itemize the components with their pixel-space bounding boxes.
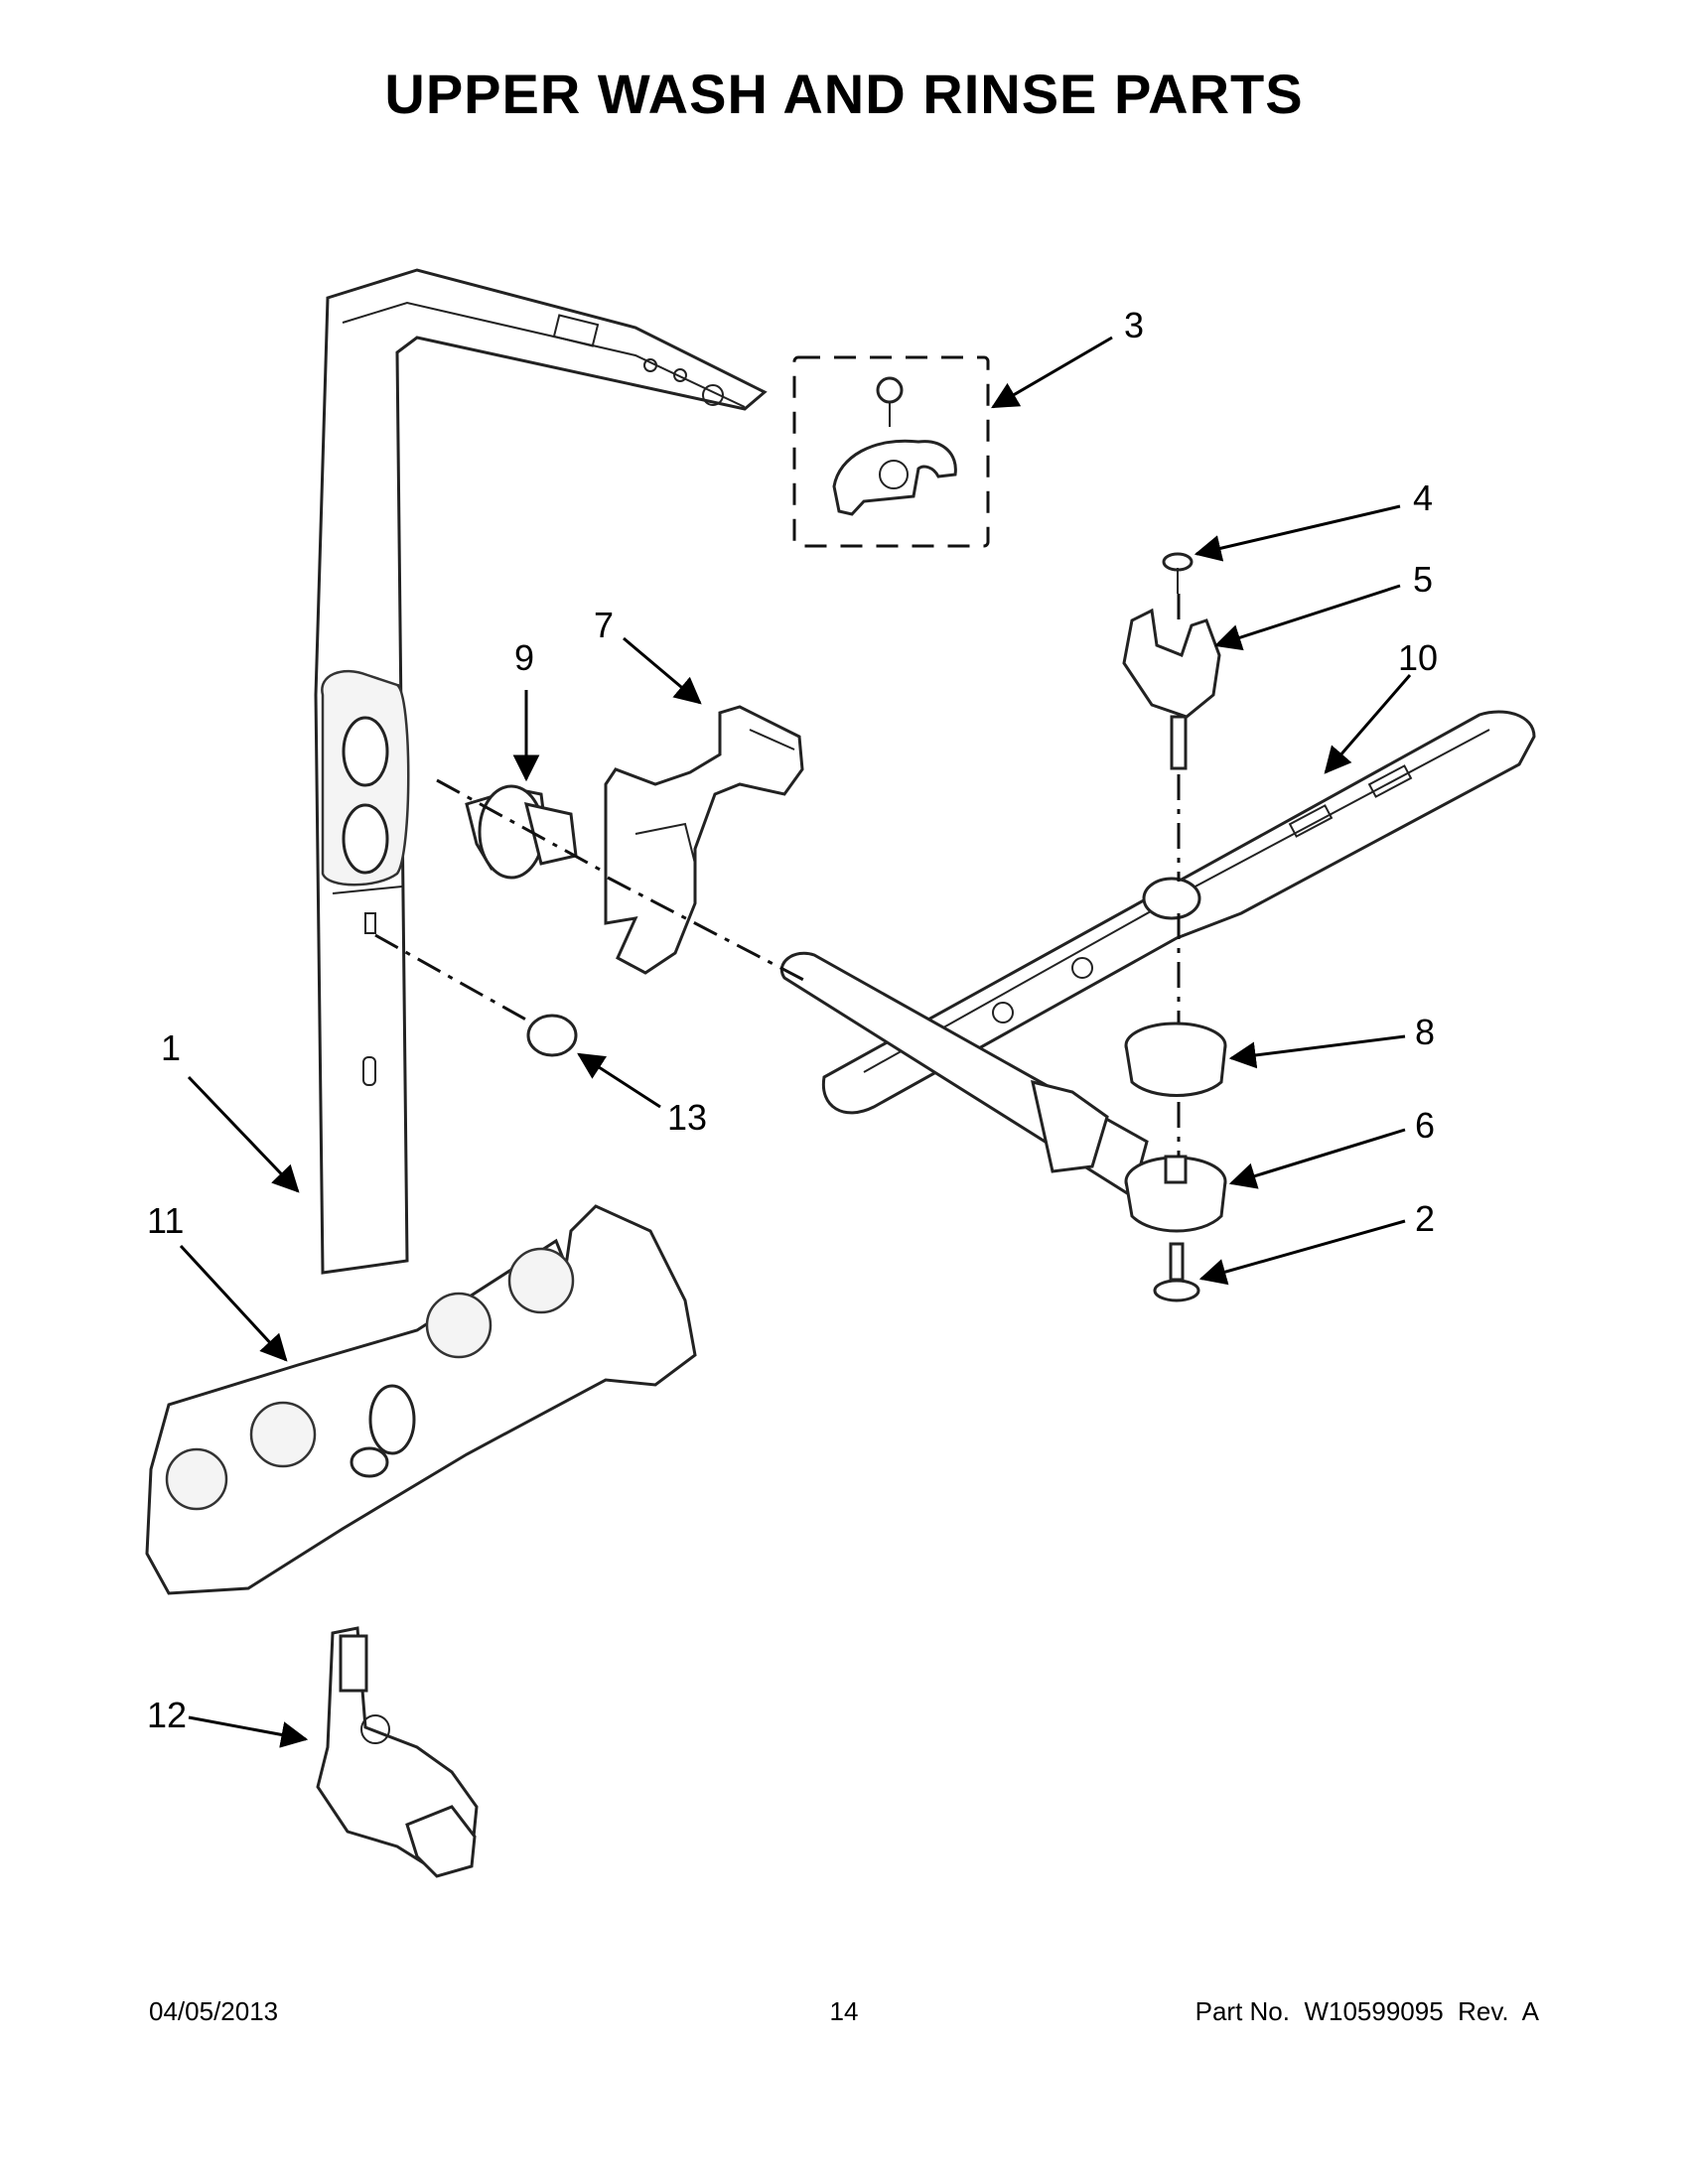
callout-6: 6: [1415, 1105, 1435, 1146]
page-title: UPPER WASH AND RINSE PARTS: [384, 63, 1304, 125]
leader-10: [1324, 674, 1412, 774]
part-6-hub: [1124, 1155, 1227, 1233]
leader-13: [577, 1052, 661, 1109]
leader-5: [1213, 584, 1401, 651]
leader-7: [623, 636, 702, 705]
callout-12: 12: [147, 1695, 187, 1735]
alignment-line-7: [607, 876, 810, 985]
leader-6: [1228, 1128, 1406, 1189]
callout-4: 4: [1413, 478, 1433, 518]
leader-1: [187, 1075, 300, 1193]
part-3-clip-assembly: [792, 355, 990, 548]
footer-page-number: 14: [829, 1996, 859, 2026]
part-8-bearing-ring: [1124, 1022, 1227, 1097]
leader-11: [179, 1244, 288, 1362]
leader-12: [188, 1715, 309, 1748]
spray-arm-tube: [779, 951, 1149, 1199]
part-1-supply-tube: [314, 268, 768, 1275]
part-4-screw: [1162, 552, 1194, 594]
part-2-screw: [1153, 1242, 1200, 1302]
callout-5: 5: [1413, 559, 1433, 600]
part-11-spray-manifold: [145, 1204, 697, 1595]
callout-11: 11: [147, 1200, 184, 1241]
callout-1: 1: [161, 1027, 181, 1068]
part-13-plug: [526, 1014, 578, 1057]
callout-3: 3: [1124, 305, 1144, 345]
leader-4: [1194, 504, 1401, 562]
part-7-bracket: [604, 705, 804, 975]
part-12-diverter: [316, 1626, 479, 1878]
callout-7: 7: [594, 605, 614, 645]
callout-8: 8: [1415, 1012, 1435, 1052]
callout-13: 13: [667, 1097, 707, 1138]
alignment-line-13: [374, 933, 532, 1024]
callout-9: 9: [514, 637, 534, 678]
callout-2: 2: [1415, 1198, 1435, 1239]
footer-date: 04/05/2013: [149, 1996, 279, 2026]
alignment-line-9: [436, 778, 605, 874]
leader-2: [1198, 1219, 1406, 1286]
part-9-fitting: [465, 784, 578, 880]
callout-10: 10: [1398, 637, 1438, 678]
footer-part-number: Part No. W10599095 Rev. A: [1195, 1996, 1539, 2026]
part-5-holder: [1122, 608, 1221, 770]
leader-8: [1228, 1034, 1406, 1069]
leader-3: [991, 336, 1113, 409]
